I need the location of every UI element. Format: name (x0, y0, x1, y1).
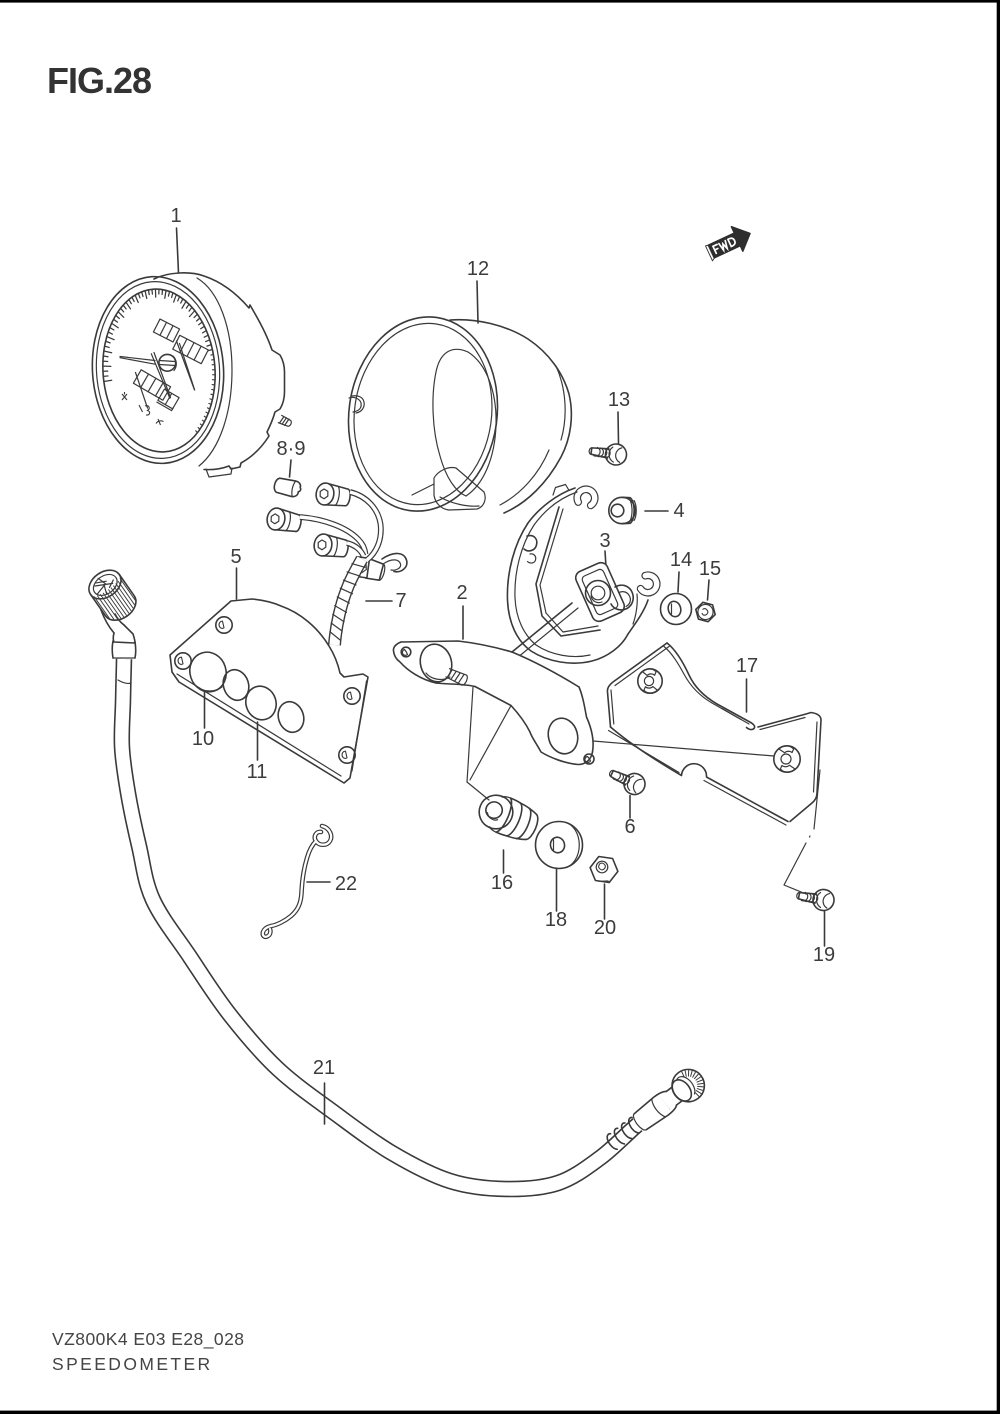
svg-text:5: 5 (230, 546, 241, 568)
svg-text:SPEEDOMETER: SPEEDOMETER (52, 1354, 213, 1374)
svg-text:3: 3 (599, 530, 610, 552)
svg-text:6: 6 (624, 816, 635, 838)
svg-text:13: 13 (608, 389, 630, 411)
svg-text:17: 17 (736, 655, 758, 677)
svg-text:2: 2 (456, 582, 467, 604)
svg-text:4: 4 (673, 500, 684, 522)
svg-text:VZ800K4 E03 E28_028: VZ800K4 E03 E28_028 (52, 1329, 244, 1350)
svg-text:16: 16 (491, 872, 513, 894)
svg-text:1: 1 (170, 205, 181, 227)
svg-text:15: 15 (699, 558, 721, 580)
svg-text:7: 7 (395, 590, 406, 612)
svg-text:18: 18 (545, 909, 567, 931)
svg-text:11: 11 (247, 761, 268, 783)
svg-text:8·9: 8·9 (277, 438, 306, 460)
svg-text:12: 12 (467, 258, 489, 280)
svg-text:21: 21 (313, 1057, 335, 1079)
svg-text:14: 14 (670, 549, 692, 571)
svg-text:19: 19 (813, 944, 835, 966)
svg-text:20: 20 (594, 917, 616, 939)
svg-text:10: 10 (192, 728, 214, 750)
svg-text:FIG.28: FIG.28 (47, 60, 151, 101)
svg-text:22: 22 (335, 873, 357, 895)
